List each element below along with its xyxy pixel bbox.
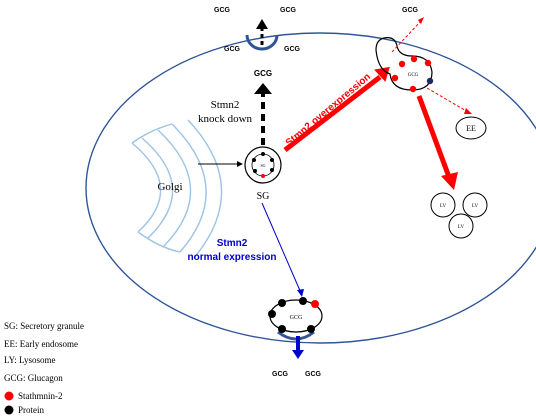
protein-dot xyxy=(270,158,274,162)
legend: SG: Secretory granule EE: Early endosome… xyxy=(4,321,84,415)
gcg-top-right: GCG xyxy=(280,7,297,14)
overexpression-label: Stmn2 overexpression xyxy=(284,71,373,148)
stathmin-dot xyxy=(398,60,406,68)
sg-inner-label: SG xyxy=(260,163,265,168)
normal-label-line1: Stmn2 xyxy=(217,238,248,249)
legend-protein-label: Protein xyxy=(18,405,44,415)
stathmin-dot xyxy=(311,300,319,308)
protein-dot xyxy=(426,77,434,85)
right-exit-dashed-head xyxy=(418,17,424,24)
stathmin-dot xyxy=(410,55,418,63)
stathmin-dot xyxy=(424,59,432,67)
golgi-apparatus xyxy=(131,119,223,259)
knockdown-label-line2: knock down xyxy=(198,113,253,125)
protein-dot xyxy=(261,152,265,156)
gcg-top-vesicle-right: GCG xyxy=(284,46,301,53)
top-fusion-vesicle xyxy=(245,34,279,51)
legend-stathmin-dot xyxy=(4,391,14,401)
knockdown-label-line1: Stmn2 xyxy=(211,99,240,111)
legend-protein-dot xyxy=(4,405,14,415)
knockdown-arrow-head xyxy=(254,83,272,94)
sg-label: SG xyxy=(257,191,270,202)
protein-dot xyxy=(278,325,286,333)
gcg-bottom-left: GCG xyxy=(272,371,289,378)
overexpression-arrow-shaft xyxy=(283,75,382,152)
gcg-top-left: GCG xyxy=(214,7,231,14)
protein-dot xyxy=(268,310,276,318)
gcg-top-vesicle-left: GCG xyxy=(224,46,241,53)
normal-expression-arrow-head xyxy=(297,289,304,297)
cell-membrane xyxy=(85,32,536,344)
protein-dot xyxy=(270,168,274,172)
bottom-exit-arrow-head xyxy=(292,350,304,359)
protein-dot xyxy=(307,325,315,333)
legend-item-sg: SG: Secretory granule xyxy=(4,321,84,331)
overexpression-arrow-head xyxy=(374,66,390,82)
protein-dot xyxy=(278,299,286,307)
gcg-bottom-inner: GCG xyxy=(290,315,303,321)
secretory-granule: SG xyxy=(244,146,282,184)
right-exit-dashed-arrow xyxy=(391,21,421,53)
gcg-bottom-right: GCG xyxy=(305,371,322,378)
lv-label-3: LV xyxy=(458,225,465,230)
golgi-label: Golgi xyxy=(157,181,182,193)
gcg-right-out: GCG xyxy=(402,7,419,14)
to-lysosome-arrow-shaft xyxy=(416,95,452,178)
stathmin-dot xyxy=(261,174,265,178)
protein-dot xyxy=(299,297,307,305)
to-early-endosome-head xyxy=(464,108,472,114)
stathmin-dot xyxy=(409,85,417,93)
to-early-endosome-arrow xyxy=(426,87,469,113)
protein-dot xyxy=(253,169,257,173)
top-exit-arrow-head xyxy=(256,19,268,29)
to-lysosome-arrow-head xyxy=(441,172,458,190)
bottom-fusing-vesicle: GCG xyxy=(268,297,323,341)
legend-item-ly: LY: Lysosome xyxy=(4,355,56,365)
legend-item-gcg: GCG: Glucagon xyxy=(4,373,63,383)
lv-label-1: LV xyxy=(440,204,447,209)
gcg-right-inner: GCG xyxy=(408,73,419,78)
right-fusing-vesicle: GCG xyxy=(375,37,434,93)
normal-expression-arrow xyxy=(261,202,302,294)
protein-dot xyxy=(252,158,256,162)
lysosome-cluster: LV LV LV xyxy=(430,192,488,239)
gcg-knockdown-label: GCG xyxy=(254,69,272,78)
stathmin-dot xyxy=(391,74,399,82)
normal-label-line2: normal expression xyxy=(188,252,277,263)
early-endosome xyxy=(455,116,487,140)
legend-stathmin-label: Stathmnin-2 xyxy=(18,391,63,401)
ee-label: EE xyxy=(466,124,476,133)
legend-item-ee: EE: Early endosome xyxy=(4,339,78,349)
lv-label-2: LV xyxy=(472,204,479,209)
